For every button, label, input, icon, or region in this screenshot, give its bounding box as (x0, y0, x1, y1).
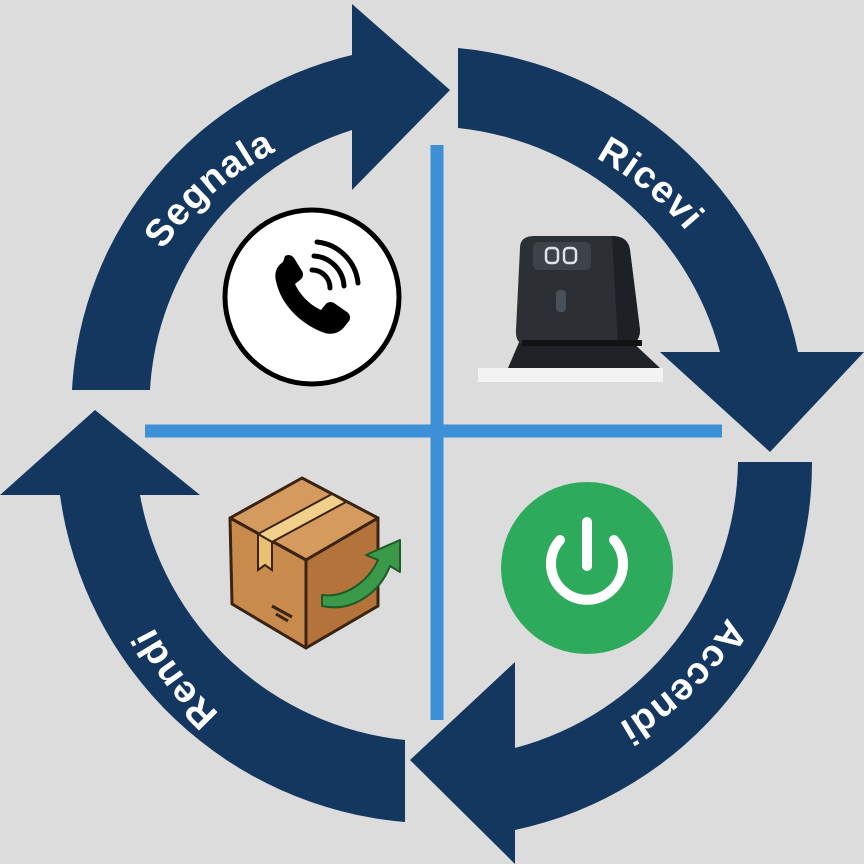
robot-cleaner-icon (478, 236, 663, 382)
arrow-rendi: Rendi (0, 410, 405, 822)
phone-icon (222, 207, 402, 387)
return-box-icon (228, 476, 401, 650)
power-icon (501, 482, 673, 654)
